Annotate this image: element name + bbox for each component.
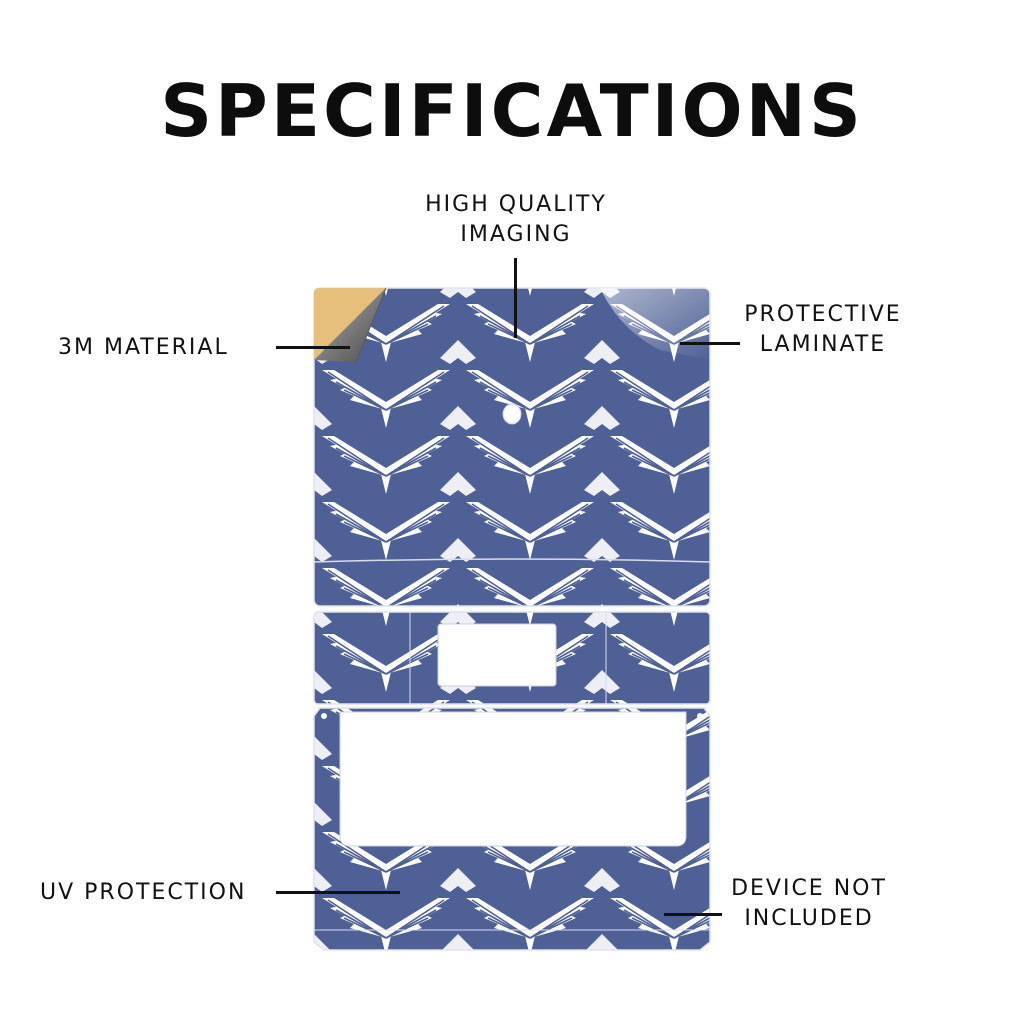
lid-panel — [313, 287, 711, 607]
callout-laminate-line1: PROTECTIVE — [744, 302, 902, 327]
palmrest-strip — [313, 611, 711, 705]
callout-device-not-included: DEVICE NOT INCLUDED — [716, 874, 902, 934]
page-title: SPECIFICATIONS — [160, 69, 864, 153]
leader-device — [664, 913, 722, 916]
peeled-corner — [314, 287, 387, 363]
callout-imaging-line1: HIGH QUALITY — [425, 192, 607, 217]
callout-imaging-line2: IMAGING — [460, 222, 572, 247]
leader-laminate — [680, 342, 740, 345]
leader-imaging — [514, 258, 517, 338]
callout-high-quality-imaging: HIGH QUALITY IMAGING — [400, 190, 632, 250]
leader-material — [276, 346, 350, 349]
callout-protective-laminate: PROTECTIVE LAMINATE — [728, 300, 918, 360]
callout-uv-protection: UV PROTECTION — [40, 880, 247, 905]
callout-device-line2: INCLUDED — [744, 906, 874, 931]
leader-uv — [276, 891, 400, 894]
callout-3m-material: 3M MATERIAL — [58, 335, 229, 360]
base-panel — [313, 707, 711, 951]
callout-laminate-line2: LAMINATE — [759, 332, 887, 357]
callout-device-line1: DEVICE NOT — [731, 876, 887, 901]
